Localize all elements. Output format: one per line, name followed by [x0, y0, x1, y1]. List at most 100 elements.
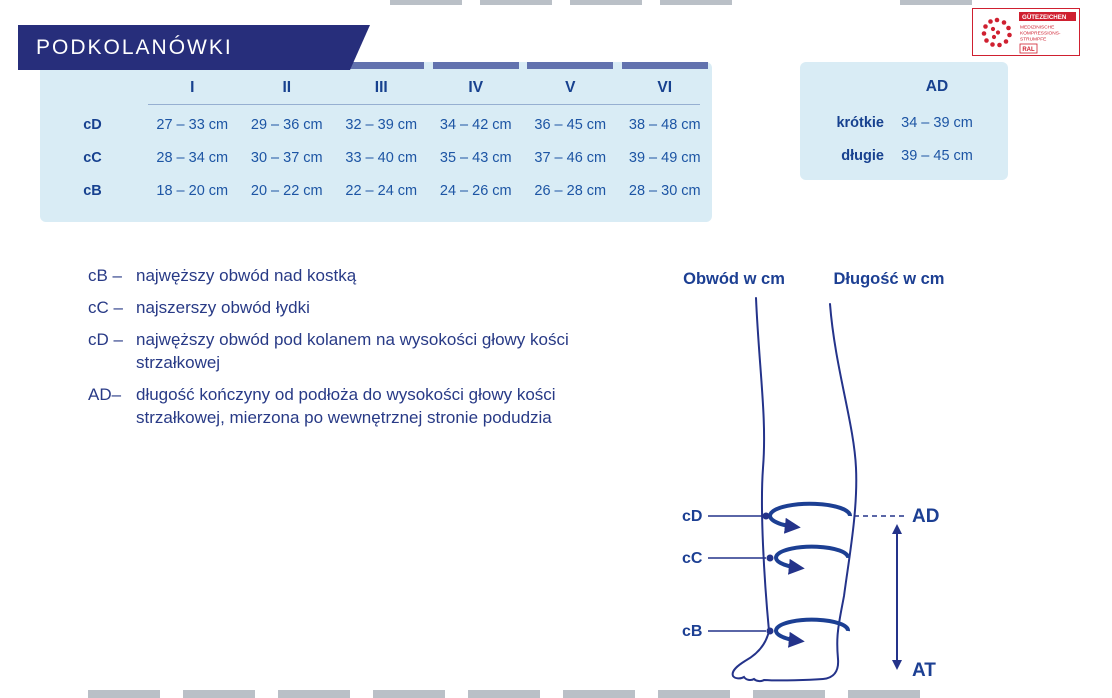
length-header-ad: AD — [925, 78, 949, 95]
legend-term: cD – — [88, 330, 123, 349]
marker-cd-label: cD — [682, 508, 702, 525]
legend-term: cC – — [88, 298, 123, 317]
cc-leader-dot — [766, 554, 774, 562]
table-cell: 36 – 45 cm — [534, 116, 607, 133]
cropped-tab-artifact — [480, 0, 552, 5]
table-cell: 28 – 34 cm — [156, 149, 229, 166]
cropped-tab-artifact — [848, 690, 920, 698]
table-cell: 29 – 36 cm — [250, 116, 323, 133]
at-label: AT — [912, 660, 936, 681]
cc-band-arrow — [774, 544, 850, 575]
cropped-tab-artifact — [88, 690, 160, 698]
logo-line-4: STRUMPFE — [1020, 37, 1046, 43]
cropped-tab-artifact — [753, 690, 825, 698]
circumference-label: Obwód w cm — [683, 270, 785, 288]
column-header: III — [374, 79, 388, 96]
table-cell: 35 – 43 cm — [439, 149, 512, 166]
length-table: AD krótkie 34 – 39 cm długie 39 – 45 cm — [800, 62, 1008, 172]
ral-logo-graphic: GÜTEZEICHEN MEDIZINISCHE KOMPRESSIONS- S… — [981, 12, 1076, 54]
row-label-cb: cB — [83, 182, 102, 199]
ral-dot-pattern — [981, 17, 1012, 48]
cropped-tab-artifact — [373, 690, 445, 698]
column-tab — [527, 62, 613, 69]
legend-term: cB – — [88, 266, 123, 285]
leg-measurement-diagram: Obwód w cm Długość w cm cD cC cB AD — [682, 270, 945, 683]
legend-term: AD– — [88, 385, 122, 404]
length-label-krotkie: krótkie — [836, 114, 884, 131]
column-header: IV — [468, 79, 484, 96]
measurement-legend: cB – najwęższy obwód nad kostką cC – naj… — [88, 264, 576, 438]
table-cell: 26 – 28 cm — [534, 182, 607, 199]
column-header: VI — [657, 79, 673, 96]
corner-cell — [40, 68, 145, 108]
logo-ral-text: RAL — [1022, 47, 1035, 53]
row-label-cd: cD — [83, 116, 102, 133]
cropped-tab-artifact — [660, 0, 732, 5]
cb-leader-dot — [766, 627, 774, 635]
ral-box — [1019, 43, 1038, 54]
legend-item-cc: cC – najszerszy obwód łydki — [88, 296, 576, 319]
column-header: I — [190, 79, 195, 96]
table-cell: 30 – 37 cm — [250, 149, 323, 166]
size-table: I II III IV V VI cD 27 – 33 cm 29 – 36 c… — [40, 62, 712, 207]
marker-cb-label: cB — [682, 623, 702, 640]
cropped-tab-artifact — [563, 690, 635, 698]
column-header: V — [565, 79, 576, 96]
leg-outline-front — [755, 297, 770, 632]
table-cell: 18 – 20 cm — [156, 182, 229, 199]
column-tab — [622, 62, 708, 69]
corner-cell — [800, 68, 884, 106]
dimension-arrow-up — [892, 524, 902, 534]
dimension-arrow-down — [892, 660, 902, 670]
logo-title-strip — [1019, 12, 1076, 21]
column-header: II — [282, 79, 292, 96]
section-banner: PODKOLANÓWKI — [18, 25, 370, 70]
foot-outline — [731, 630, 840, 683]
row-label-cc: cC — [83, 149, 102, 166]
legend-definition: najwęższy obwód pod kolanem na wysokości… — [136, 330, 569, 372]
ad-label: AD — [912, 506, 939, 527]
table-cell: 39 – 49 cm — [628, 149, 701, 166]
length-label-dlugie: długie — [841, 147, 884, 164]
leg-outline-back — [829, 303, 858, 632]
table-cell: 38 – 48 cm — [628, 116, 701, 133]
logo-line-3: KOMPRESSIONS- — [1020, 31, 1061, 37]
legend-definition: najszerszy obwód łydki — [136, 298, 310, 317]
logo-line-2: MEDIZINISCHE — [1020, 25, 1054, 31]
cropped-tab-artifact — [468, 690, 540, 698]
length-table-panel: AD krótkie 34 – 39 cm długie 39 – 45 cm — [800, 62, 1008, 180]
logo-line-1: GÜTEZEICHEN — [1022, 14, 1067, 21]
legend-item-cd: cD – najwęższy obwód pod kolanem na wyso… — [88, 328, 576, 374]
cropped-tab-artifact — [658, 690, 730, 698]
table-cell: 24 – 26 cm — [439, 182, 512, 199]
legend-item-cb: cB – najwęższy obwód nad kostką — [88, 264, 576, 287]
cropped-tab-artifact — [390, 0, 462, 5]
cropped-tab-artifact — [183, 690, 255, 698]
table-cell: 37 – 46 cm — [534, 149, 607, 166]
cropped-tab-artifact — [278, 690, 350, 698]
table-cell: 34 – 42 cm — [439, 116, 512, 133]
length-value: 34 – 39 cm — [901, 114, 973, 131]
cb-band-arrow — [774, 617, 850, 648]
table-cell: 28 – 30 cm — [628, 182, 701, 199]
table-cell: 32 – 39 cm — [345, 116, 418, 133]
legend-definition: najwęższy obwód nad kostką — [136, 266, 357, 285]
cropped-tab-artifact — [900, 0, 972, 5]
leg-diagram-container: Obwód w cm Długość w cm cD cC cB AD — [660, 258, 1105, 696]
table-cell: 27 – 33 cm — [156, 116, 229, 133]
marker-cc-label: cC — [682, 550, 703, 567]
column-tab — [433, 62, 519, 69]
table-cell: 20 – 22 cm — [250, 182, 323, 199]
section-title: PODKOLANÓWKI — [36, 35, 233, 59]
header-divider — [148, 104, 700, 105]
legend-item-ad: AD– długość kończyny od podłoża do wysok… — [88, 383, 576, 429]
cd-leader-dot — [762, 512, 770, 520]
length-value: 39 – 45 cm — [901, 147, 973, 164]
table-cell: 22 – 24 cm — [345, 182, 418, 199]
length-label: Długość w cm — [834, 270, 945, 288]
column-tab — [338, 62, 424, 69]
table-cell: 33 – 40 cm — [345, 149, 418, 166]
ral-quality-logo: GÜTEZEICHEN MEDIZINISCHE KOMPRESSIONS- S… — [972, 8, 1080, 56]
cd-band-arrow — [768, 501, 852, 534]
